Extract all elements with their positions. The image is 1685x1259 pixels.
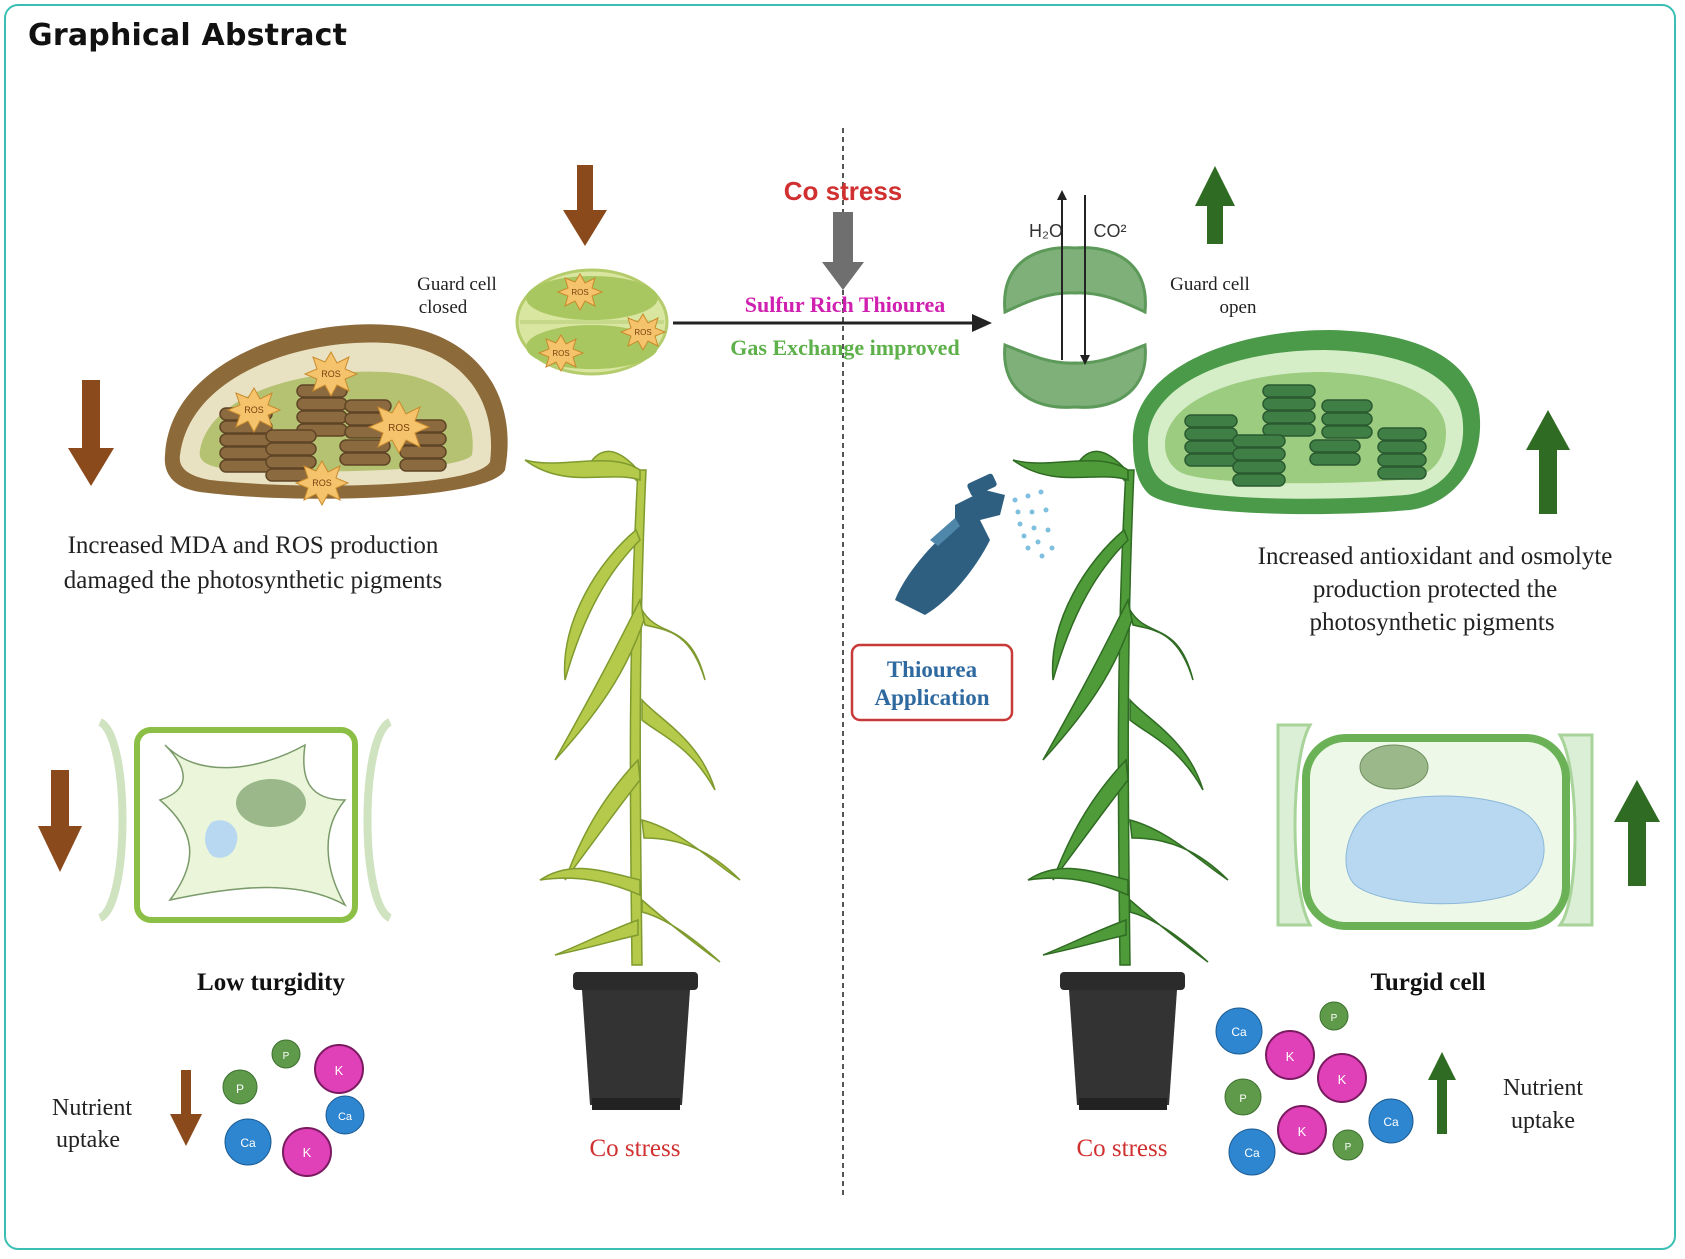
right-pigment-text-3: photosynthetic pigments xyxy=(1309,609,1554,636)
svg-text:Thiourea: Thiourea xyxy=(887,657,978,682)
page-title: Graphical Abstract xyxy=(28,18,348,53)
treated-plant xyxy=(1012,450,1229,966)
svg-text:Application: Application xyxy=(874,685,989,710)
left-pot-label: Co stress xyxy=(590,1135,681,1162)
svg-text:K: K xyxy=(303,1145,312,1160)
right-pigment-text-1: Increased antioxidant and osmolyte xyxy=(1258,543,1613,570)
svg-text:Ca: Ca xyxy=(1244,1146,1260,1160)
svg-text:P: P xyxy=(1239,1093,1246,1105)
svg-text:ROS: ROS xyxy=(552,349,569,358)
nutrient-decrease-arrow xyxy=(170,1070,202,1146)
center-stress-label: Co stress xyxy=(784,176,903,206)
closed-guard-cell: ROS ROS ROS xyxy=(515,268,669,376)
svg-text:Ca: Ca xyxy=(1383,1115,1399,1129)
thiourea-application-box: Thiourea Application xyxy=(850,643,1014,722)
ion-k: K xyxy=(1277,1105,1327,1155)
svg-text:K: K xyxy=(335,1063,344,1078)
plasmolysed-cell xyxy=(97,718,393,923)
svg-text:P: P xyxy=(1345,1142,1352,1153)
svg-text:K: K xyxy=(1338,1072,1347,1087)
ion-k: K xyxy=(282,1127,332,1177)
ion-p: P xyxy=(222,1069,258,1105)
right-guard-cell-label: Guard cell xyxy=(1170,274,1250,295)
pigment-increase-arrow xyxy=(1526,410,1570,514)
svg-text:P: P xyxy=(283,1051,290,1062)
ion-ca: Ca xyxy=(1228,1128,1276,1176)
damaged-chloroplast: ROS ROS ROS ROS xyxy=(164,324,508,507)
co2-label: CO² xyxy=(1094,221,1127,241)
ion-k: K xyxy=(314,1044,364,1094)
right-nutrient-label-2: uptake xyxy=(1511,1108,1575,1134)
pigment-decrease-arrow xyxy=(68,380,114,486)
ion-p: P xyxy=(1224,1078,1262,1116)
svg-text:ROS: ROS xyxy=(312,478,332,488)
h2o-label: H₂O xyxy=(1029,221,1063,241)
ros-burst: ROS xyxy=(367,399,431,455)
stressed-plant xyxy=(524,450,741,966)
open-guard-cell xyxy=(1003,190,1147,409)
ion-p: P xyxy=(271,1039,301,1069)
svg-text:Ca: Ca xyxy=(1231,1025,1247,1039)
left-pot xyxy=(573,972,698,1110)
nutrient-increase-arrow xyxy=(1428,1052,1456,1134)
left-guard-cell-state: closed xyxy=(419,297,468,318)
guard-cell-decrease-arrow xyxy=(563,165,607,246)
left-pigment-text-2: damaged the photosynthetic pigments xyxy=(64,567,442,594)
left-guard-cell-label: Guard cell xyxy=(417,274,497,295)
svg-text:Ca: Ca xyxy=(338,1111,353,1123)
turgidity-decrease-arrow xyxy=(38,770,82,872)
svg-text:Ca: Ca xyxy=(240,1136,256,1150)
low-turgidity-label: Low turgidity xyxy=(197,969,345,996)
ion-ca: Ca xyxy=(224,1118,272,1166)
svg-text:ROS: ROS xyxy=(244,405,264,415)
ros-burst: ROS xyxy=(303,350,359,398)
turgid-cell-label: Turgid cell xyxy=(1370,969,1485,996)
ion-k: K xyxy=(1265,1030,1315,1080)
gas-exchange-label: Gas Exchange improved xyxy=(730,335,959,360)
right-guard-cell-state: open xyxy=(1220,297,1257,318)
healthy-chloroplast xyxy=(1132,330,1481,515)
stress-down-arrow xyxy=(822,212,864,290)
ion-k: K xyxy=(1317,1053,1367,1103)
right-pot-label: Co stress xyxy=(1077,1135,1168,1162)
right-nutrient-label-1: Nutrient xyxy=(1503,1075,1583,1101)
svg-text:K: K xyxy=(1286,1049,1295,1064)
ros-burst: ROS xyxy=(619,313,667,352)
left-pigment-text-1: Increased MDA and ROS production xyxy=(68,532,439,559)
ros-burst: ROS xyxy=(294,459,350,507)
svg-text:P: P xyxy=(1331,1013,1338,1024)
svg-text:ROS: ROS xyxy=(321,369,341,379)
turgidity-increase-arrow xyxy=(1614,780,1660,886)
left-nutrient-label-2: uptake xyxy=(56,1127,120,1153)
ion-ca: Ca xyxy=(1215,1007,1263,1055)
thiourea-arrow xyxy=(673,314,992,332)
svg-text:ROS: ROS xyxy=(388,423,410,434)
svg-text:K: K xyxy=(1298,1124,1307,1139)
guard-cell-increase-arrow xyxy=(1195,166,1235,244)
thiourea-label: Sulfur Rich Thiourea xyxy=(745,292,946,317)
left-nutrient-label-1: Nutrient xyxy=(52,1095,132,1121)
svg-text:ROS: ROS xyxy=(571,288,588,297)
spray-bottle-icon xyxy=(895,473,1055,615)
ros-burst: ROS xyxy=(226,386,282,434)
ros-burst: ROS xyxy=(537,334,585,373)
svg-text:P: P xyxy=(236,1082,244,1096)
ros-burst: ROS xyxy=(556,273,604,312)
svg-text:ROS: ROS xyxy=(634,328,651,337)
ion-p: P xyxy=(1332,1129,1364,1161)
turgid-cell xyxy=(1276,723,1594,930)
right-pigment-text-2: production protected the xyxy=(1313,576,1557,603)
ion-p: P xyxy=(1319,1001,1349,1031)
right-pot xyxy=(1060,972,1185,1110)
outer-frame xyxy=(4,4,1676,1250)
ion-ca: Ca xyxy=(1368,1098,1414,1144)
ion-ca: Ca xyxy=(325,1095,365,1135)
